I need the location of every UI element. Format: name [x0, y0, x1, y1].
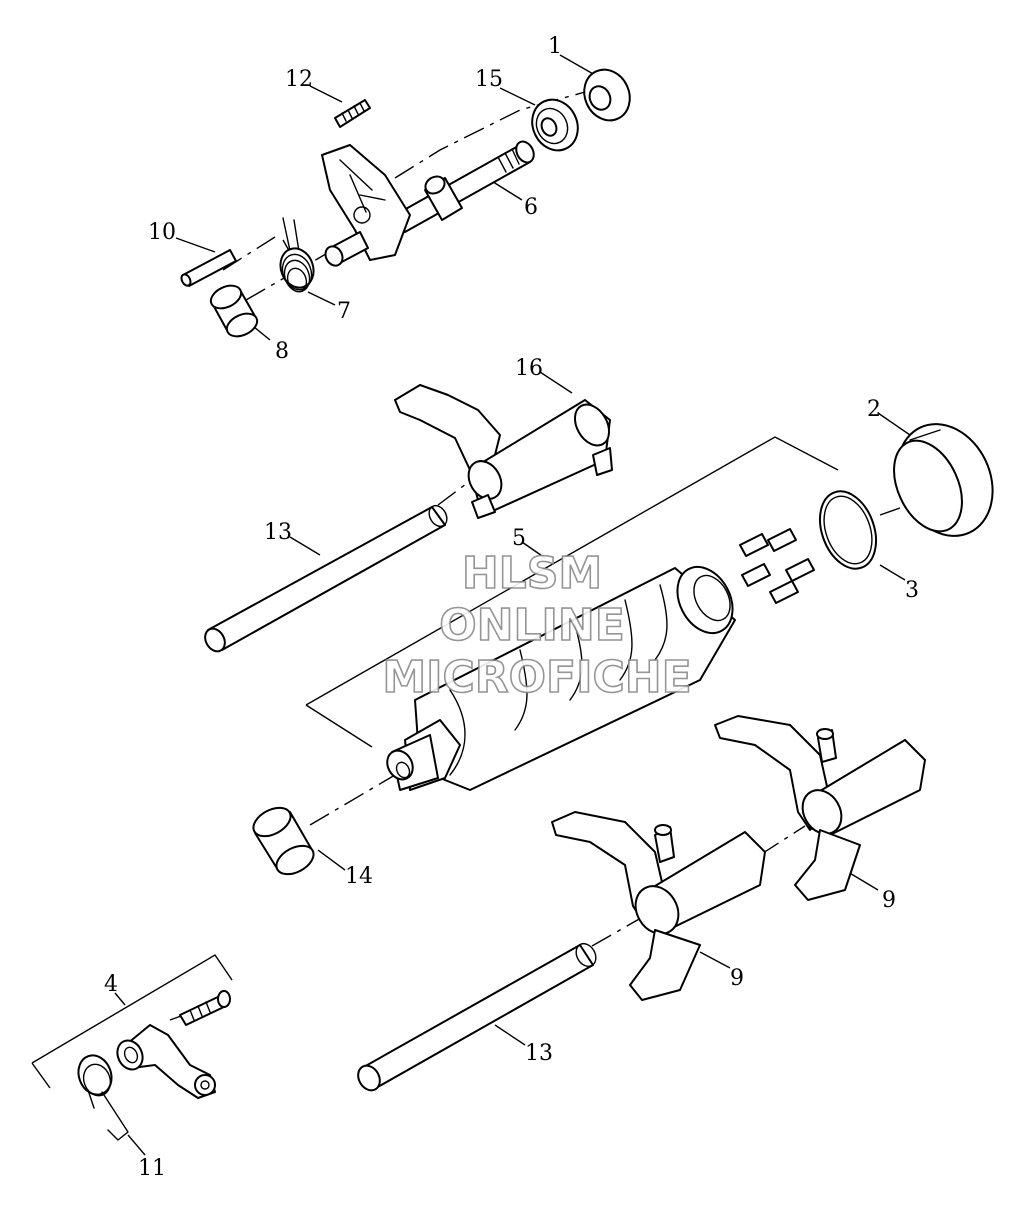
watermark: HLSM ONLINE MICROFICHE	[382, 547, 693, 704]
callout-6: 6	[524, 195, 538, 220]
callout-9-right: 9	[882, 888, 896, 913]
part-6-shift-shaft	[321, 140, 535, 267]
part-3-snap-ring	[818, 490, 878, 570]
callout-8: 8	[275, 339, 289, 364]
part-15-bearing	[531, 98, 579, 152]
part-1-seal	[583, 68, 631, 122]
part-5-shift-drum	[386, 565, 736, 791]
callout-11: 11	[138, 1156, 166, 1181]
part-4-stopper-arm-assembly	[116, 990, 231, 1099]
callout-3: 3	[905, 578, 919, 603]
part-11-spring	[77, 1054, 129, 1141]
part-8-bushing	[209, 284, 259, 338]
callout-16: 16	[515, 356, 543, 381]
part-12-spring	[334, 99, 371, 128]
part-13-lower-shaft	[357, 942, 597, 1092]
callout-15: 15	[475, 67, 503, 92]
watermark-line-2: ONLINE	[439, 600, 625, 651]
callout-13-lower: 13	[525, 1041, 553, 1066]
callout-5: 5	[512, 526, 526, 551]
watermark-line-3: MICROFICHE	[382, 652, 691, 703]
callout-labels: 1 2 3 4 5 6 7 8 9 9 10 11 12 13 13 14 15…	[104, 34, 919, 1181]
callout-10: 10	[148, 220, 176, 245]
part-2-ring	[893, 423, 994, 537]
part-16-shift-fork	[394, 384, 613, 519]
leader-lines	[31, 54, 911, 1156]
callout-14: 14	[345, 864, 373, 889]
part-9-right-shift-fork	[714, 715, 926, 901]
part-14-bushing	[252, 806, 315, 876]
part-13-upper-shaft	[204, 504, 448, 653]
callout-13-upper: 13	[264, 520, 292, 545]
watermark-line-1: HLSM	[462, 548, 602, 599]
callout-2: 2	[867, 397, 881, 422]
part-10-pin	[180, 249, 237, 287]
callout-1: 1	[548, 34, 562, 59]
part-9-left-shift-fork	[551, 811, 766, 1001]
callout-4: 4	[104, 972, 118, 997]
callout-7: 7	[337, 299, 351, 324]
part-7-torsion-spring	[279, 217, 315, 293]
callout-9-left: 9	[730, 966, 744, 991]
dowel-pins	[739, 528, 815, 604]
callout-12: 12	[285, 67, 313, 92]
